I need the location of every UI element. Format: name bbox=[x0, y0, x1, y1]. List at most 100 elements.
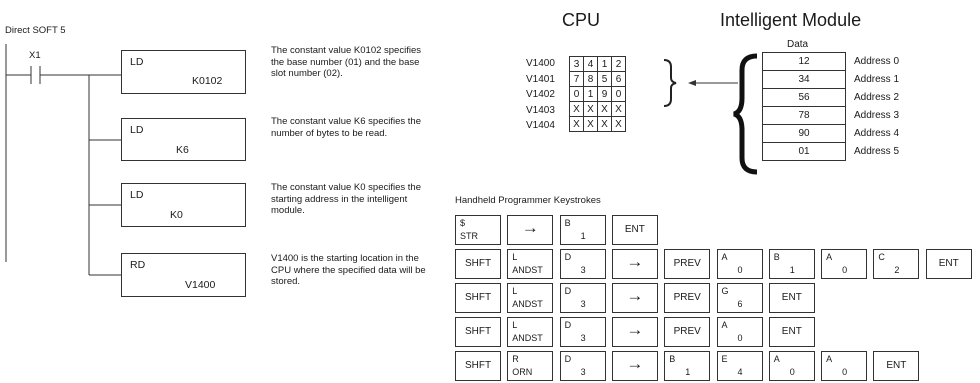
key-right-arrow: → bbox=[611, 317, 658, 347]
cpu-memory-cell: 9 bbox=[597, 86, 612, 102]
instruction-arg: K0102 bbox=[192, 75, 223, 87]
key-secondary-label: 1 bbox=[789, 265, 795, 275]
key-secondary-label: 0 bbox=[842, 265, 848, 275]
key-primary-label: R bbox=[512, 354, 519, 364]
key-secondary-label: 6 bbox=[737, 299, 743, 309]
key-label: ENT bbox=[624, 224, 645, 235]
key-label: ENT bbox=[886, 360, 907, 371]
cpu-memory-cell: X bbox=[583, 101, 598, 117]
transfer-arrow-head bbox=[688, 80, 696, 86]
cpu-address-label: V1402 bbox=[526, 89, 555, 100]
cpu-memory-cell: X bbox=[569, 101, 584, 117]
key-prev: PREV bbox=[664, 317, 711, 347]
key-primary-label: L bbox=[512, 320, 518, 330]
module-data-cell: 12 bbox=[762, 52, 846, 71]
instruction-description: The constant value K6 specifies the numb… bbox=[271, 116, 421, 139]
module-data-cell: 78 bbox=[762, 106, 846, 125]
cpu-address-label: V1400 bbox=[526, 58, 555, 69]
cpu-memory-cell: X bbox=[611, 116, 626, 132]
instruction-description: The constant value K0102 specifies the b… bbox=[271, 45, 421, 79]
cpu-memory-cell: 2 bbox=[611, 56, 626, 72]
cpu-address-label: V1403 bbox=[526, 104, 555, 116]
key-primary-label: B bbox=[669, 354, 676, 364]
instruction-description: The constant value K0 specifies the star… bbox=[271, 182, 421, 216]
key-secondary-label: 3 bbox=[580, 333, 586, 343]
key-secondary-label: ANDST bbox=[512, 299, 543, 309]
key-shft: SHFT bbox=[455, 249, 501, 279]
key-secondary-label: 0 bbox=[842, 367, 848, 377]
key-right-arrow: → bbox=[611, 249, 658, 279]
instruction-box: LD K0102 bbox=[121, 50, 246, 94]
module-address-label: Address 1 bbox=[854, 74, 900, 85]
cpu-title: CPU bbox=[562, 10, 601, 30]
key-label: PREV bbox=[673, 258, 701, 269]
key-label: ENT bbox=[781, 292, 802, 303]
key-label: PREV bbox=[673, 292, 701, 303]
cpu-address-label: V1404 bbox=[526, 120, 555, 131]
key-primary-label: A bbox=[773, 354, 780, 364]
key-primary-label: B bbox=[773, 252, 780, 262]
module-address-label: Address 0 bbox=[854, 56, 900, 67]
cpu-memory-cell: 1 bbox=[597, 56, 612, 72]
cpu-memory-cell: 4 bbox=[583, 56, 598, 72]
instruction-arg: K6 bbox=[176, 144, 189, 156]
key-label: ENT bbox=[938, 258, 959, 269]
cpu-memory-cell: 3 bbox=[569, 56, 584, 72]
instruction-arg: V1400 bbox=[185, 279, 216, 291]
keystrokes-title: Handheld Programmer Keystrokes bbox=[455, 195, 601, 206]
key-label: SHFT bbox=[464, 326, 492, 337]
key-primary-label: D bbox=[564, 286, 572, 296]
key-secondary-label: 1 bbox=[580, 231, 586, 241]
key-primary-label: D bbox=[564, 354, 572, 364]
key-label: SHFT bbox=[464, 360, 492, 371]
key-label: SHFT bbox=[464, 292, 492, 303]
module-data-cell: 90 bbox=[762, 124, 846, 143]
key--str: $STR bbox=[455, 215, 501, 245]
instruction-box: RD V1400 bbox=[121, 253, 246, 297]
module-data-cell: 01 bbox=[762, 142, 846, 161]
diagram-title: Direct SOFT 5 bbox=[5, 25, 66, 36]
module-address-label: Address 3 bbox=[854, 110, 900, 121]
module-data-cell: 56 bbox=[762, 88, 846, 107]
key-prev: PREV bbox=[664, 283, 711, 313]
key-secondary-label: 2 bbox=[894, 265, 900, 275]
key-primary-label: B bbox=[564, 218, 571, 228]
cpu-memory-cell: 6 bbox=[611, 71, 626, 87]
module-address-label: Address 2 bbox=[854, 92, 900, 103]
key-right-arrow: → bbox=[611, 283, 658, 313]
instruction-box: LD K6 bbox=[121, 118, 246, 161]
key-secondary-label: 0 bbox=[737, 333, 743, 343]
key-primary-label: E bbox=[721, 354, 728, 364]
right-arrow-icon: → bbox=[521, 218, 539, 237]
cpu-memory-cell: 5 bbox=[597, 71, 612, 87]
cpu-brace bbox=[663, 59, 677, 107]
key-ent: ENT bbox=[925, 249, 972, 279]
key-primary-label: A bbox=[721, 252, 728, 262]
instruction-description: V1400 is the starting location in the CP… bbox=[271, 253, 426, 287]
key-shft: SHFT bbox=[455, 351, 501, 381]
key-secondary-label: 3 bbox=[580, 299, 586, 309]
key-primary-label: A bbox=[721, 320, 728, 330]
key-secondary-label: 1 bbox=[685, 367, 691, 377]
key-ent: ENT bbox=[611, 215, 658, 245]
key-secondary-label: 3 bbox=[580, 265, 586, 275]
key-secondary-label: 3 bbox=[580, 367, 586, 377]
right-arrow-icon: → bbox=[626, 286, 644, 305]
